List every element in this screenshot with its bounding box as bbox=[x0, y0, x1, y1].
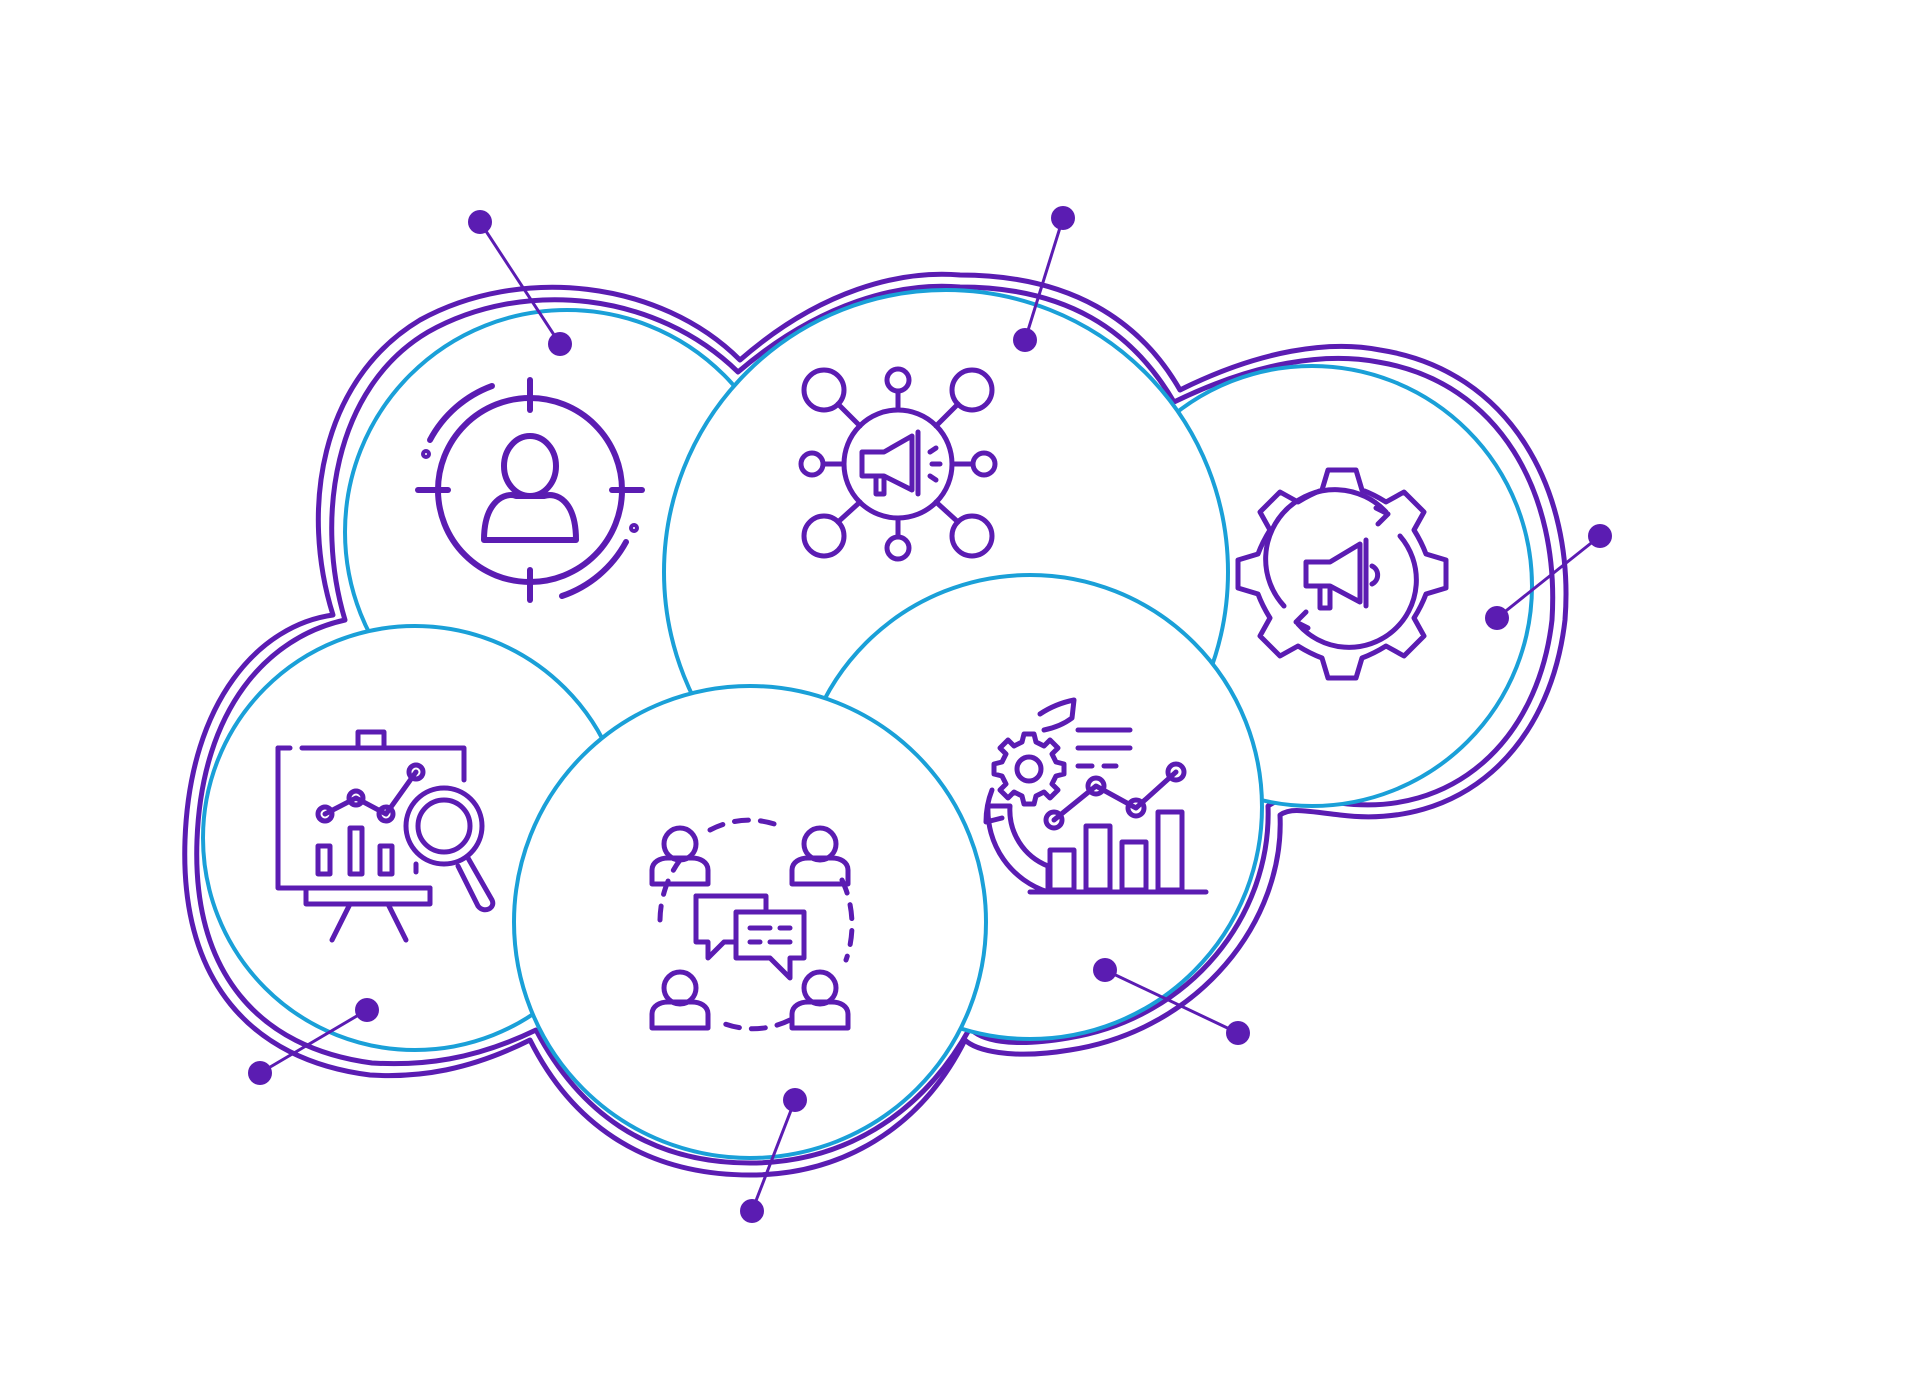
circle-team-communication bbox=[512, 684, 988, 1160]
connector-pin bbox=[1013, 206, 1075, 352]
team-chat-icon bbox=[649, 817, 855, 1032]
connectors bbox=[248, 206, 1612, 1223]
connector-pin bbox=[1093, 958, 1250, 1045]
person-target-icon bbox=[415, 377, 645, 603]
connector-pin bbox=[740, 1088, 807, 1223]
connector-pin bbox=[1485, 524, 1612, 630]
presentation-magnifier-icon bbox=[275, 729, 496, 943]
megaphone-gear-icon bbox=[1235, 467, 1449, 681]
connector-pin bbox=[468, 210, 572, 356]
megaphone-network-icon bbox=[798, 366, 998, 562]
connector-pin bbox=[248, 998, 379, 1085]
gear-rocket-chart-icon bbox=[983, 697, 1209, 895]
